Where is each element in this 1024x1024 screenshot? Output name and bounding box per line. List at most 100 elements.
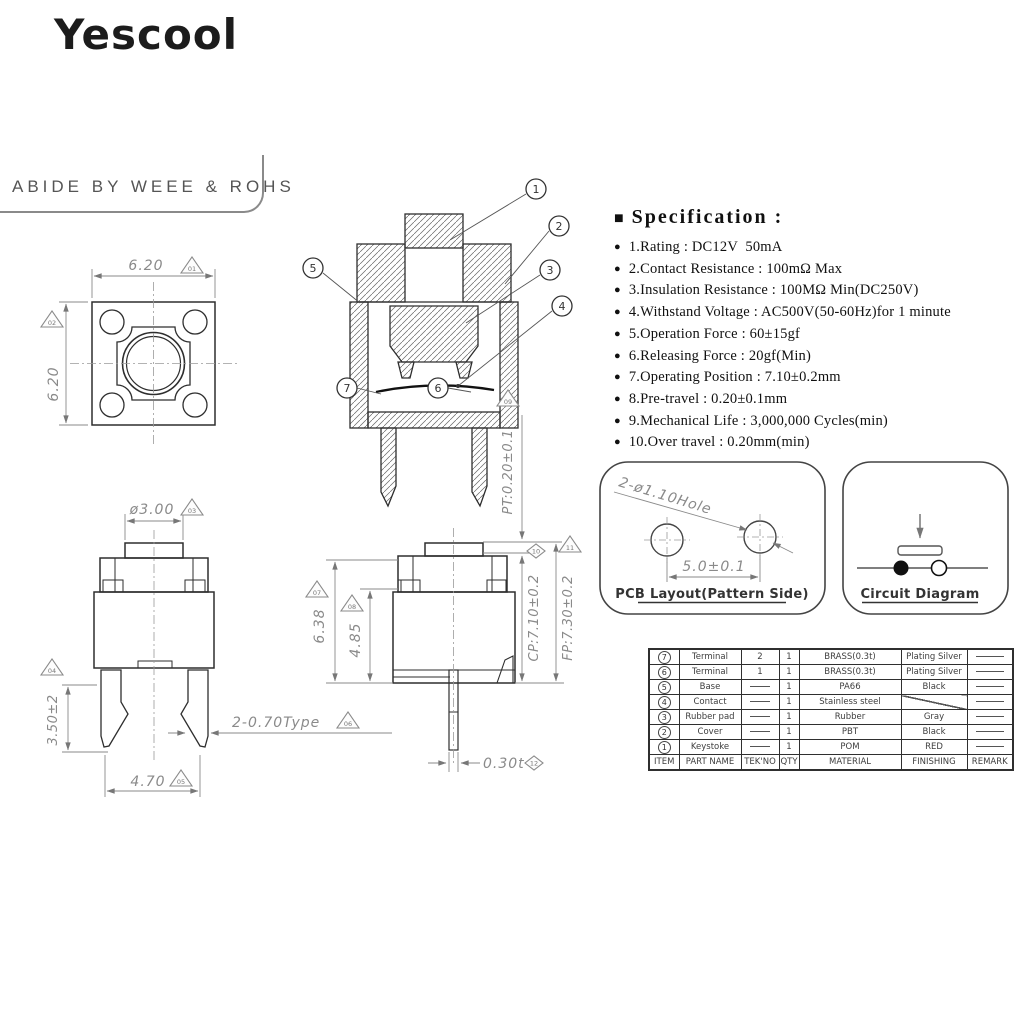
spec-item-text: 6.Releasing Force : 20gf(Min): [628, 347, 812, 364]
cell-remark: [966, 709, 1014, 725]
leg-pitch-dimension: 4.70 05: [104, 755, 201, 797]
callout-bubbles: 1 2 3 4 5 6 7: [302, 178, 573, 399]
callout-6: 6: [427, 377, 449, 399]
dim-body-height: 6.38: [312, 608, 328, 643]
contact-open-dot: [930, 559, 948, 577]
cell-remark: [966, 724, 1014, 740]
dim-marker-01: 01: [179, 256, 205, 274]
bullet-icon: ●: [614, 371, 621, 384]
cell-material: BRASS(0.3t): [798, 648, 902, 665]
cell-item: 4: [648, 694, 680, 710]
footer-cell: PART NAME: [678, 754, 742, 771]
dim-pin-thickness: 0.30t: [483, 756, 525, 772]
spec-item-7: ●7.Operating Position : 7.10±0.2mm: [614, 367, 1024, 389]
spec-item-text: 2.Contact Resistance : 100mΩ Max: [628, 260, 843, 277]
bullet-icon: ●: [614, 241, 621, 253]
cell-remark: [966, 648, 1014, 665]
cell-tekno: 1: [740, 664, 780, 680]
cell-part-name: Terminal: [678, 664, 742, 680]
footer-cell: FINISHING: [900, 754, 968, 771]
svg-text:05: 05: [177, 778, 185, 786]
cell-finishing: Plating Silver: [900, 664, 968, 680]
cell-tekno: [740, 694, 780, 710]
cell-finishing: Plating Silver: [900, 648, 968, 665]
dash-line: [750, 686, 770, 687]
top-view-drawing: [70, 282, 237, 445]
side-view-drawing: [93, 530, 215, 762]
spec-item-4: ● 4.Withstand Voltage : AC500V(50-60Hz)fo…: [614, 302, 1024, 324]
cell-qty: 1: [778, 709, 800, 725]
travel-dimensions: PT:0.20±0.1 CP:7.10±0.2 FP:7.30±0.2 09 1…: [483, 389, 583, 684]
cell-finishing: Black: [900, 724, 968, 740]
top-view-height-dimension: 6.20 02: [39, 301, 88, 426]
brand-logo: Yescool: [54, 10, 239, 59]
spec-item-5: ● 5.Operation Force : 60±15gf: [614, 324, 1024, 346]
footer-cell: REMARK: [966, 754, 1014, 771]
spec-item-text: 4.Withstand Voltage : AC500V(50-60Hz)for…: [628, 304, 951, 321]
cell-remark: [966, 739, 1014, 755]
item-number-circle: 4: [657, 695, 671, 709]
spec-item-1: ●1.Rating : DC12V 50mA: [614, 237, 1024, 259]
footer-cell: MATERIAL: [798, 754, 902, 771]
spec-item-2: ●2.Contact Resistance : 100mΩ Max: [614, 259, 1024, 281]
dim-marker-12: 12: [524, 755, 544, 771]
cell-material: Stainless steel: [798, 694, 902, 710]
bullet-icon: ●: [614, 327, 621, 340]
svg-text:4: 4: [559, 300, 566, 313]
item-number-circle: 3: [657, 710, 671, 724]
dash-line: [975, 746, 1004, 747]
dim-leg-pitch: 4.70: [130, 774, 165, 790]
dash-line: [750, 716, 770, 717]
dim-top-height: 6.20: [46, 366, 62, 401]
footer-cell: QTY: [778, 754, 800, 771]
spec-item-8: ●8.Pre-travel : 0.20±0.1mm: [614, 389, 1024, 411]
cell-material: PBT: [798, 724, 902, 740]
leg-length-dimension: 3.50±2 04: [39, 658, 108, 753]
spec-item-text: 10.Over travel : 0.20mm(min): [628, 434, 810, 451]
dim-marker-05: 05: [168, 769, 194, 787]
dim-marker-08: 08: [339, 594, 365, 612]
cell-finishing: RED: [900, 739, 968, 755]
item-number-circle: 2: [657, 725, 671, 739]
svg-text:01: 01: [188, 265, 196, 273]
item-number-circle: 7: [657, 650, 671, 664]
bullet-icon: ●: [614, 392, 621, 405]
spec-item-text: 3.Insulation Resistance : 100MΩ Min(DC25…: [628, 282, 919, 299]
cell-item: 6: [648, 664, 680, 680]
svg-text:2: 2: [556, 220, 563, 233]
specification-heading-text: Specification :: [631, 206, 784, 228]
dim-upper-height: 4.85: [348, 622, 364, 657]
cell-tekno: [740, 724, 780, 740]
callout-leaders: [322, 193, 553, 395]
knob-diameter-dimension: ø3.00 03: [124, 498, 205, 540]
dim-top-width: 6.20: [128, 258, 163, 274]
specification-block: ■Specification : ●1.Rating : DC12V 50mA●…: [614, 206, 1024, 454]
cell-part-name: Cover: [678, 724, 742, 740]
footer-cell: TEK'NO: [740, 754, 780, 771]
bullet-icon: ●: [614, 306, 621, 319]
dash-line: [975, 656, 1004, 657]
cell-part-name: Base: [678, 679, 742, 695]
item-number-circle: 6: [657, 665, 671, 679]
dim-leg-length: 3.50±2: [46, 694, 61, 745]
circuit-diagram-caption: Circuit Diagram: [860, 587, 979, 602]
dim-leg-width: 2-0.70Type: [232, 715, 320, 731]
dim-operating-position: CP:7.10±0.2: [527, 574, 542, 661]
bullet-icon: ●: [614, 284, 621, 297]
spec-item-text: 5.Operation Force : 60±15gf: [628, 325, 801, 342]
dim-marker-06: 06: [335, 711, 361, 729]
cell-qty: 1: [778, 739, 800, 755]
cell-material: POM: [798, 739, 902, 755]
cell-remark: [966, 694, 1014, 710]
cell-part-name: Keystoke: [678, 739, 742, 755]
cell-material: BRASS(0.3t): [798, 664, 902, 680]
svg-text:10: 10: [532, 548, 540, 556]
cell-finishing: Gray: [900, 709, 968, 725]
